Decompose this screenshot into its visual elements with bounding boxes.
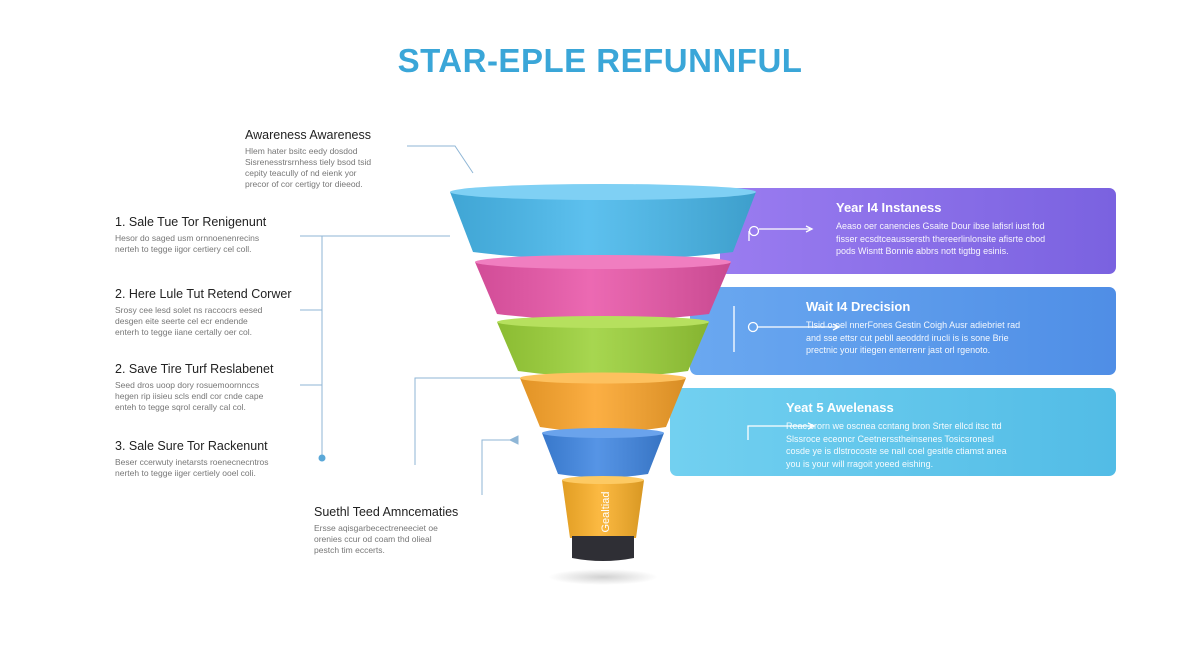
stage-panel-2: Wait I4 Drecision Tlsid o oel nnerFones …: [690, 287, 1116, 375]
arrow-right-icon: [832, 323, 841, 331]
left-note-text: Hlem hater bsitc eedy dosdod Sisrenesstr…: [245, 146, 372, 189]
left-note-text: Beser ccerwuty inetarsts roenecnecntros …: [115, 457, 269, 478]
funnel-layer-shade: [520, 378, 686, 432]
left-note-heading: 3. Sale Sure Tor Rackenunt: [115, 439, 268, 453]
funnel-base: [572, 536, 634, 561]
funnel-layer-shade: [542, 433, 664, 478]
left-note-step-2b: 2. Save Tire Turf Reslabenet Seed dros u…: [115, 362, 315, 413]
funnel-layer-shade: [475, 262, 731, 321]
left-note-awareness: Awareness Awareness Hlem hater bsitc eed…: [245, 128, 445, 190]
arrow-head-icon: [508, 435, 519, 445]
left-note-heading: 2. Here Lule Tut Retend Corwer: [115, 287, 292, 301]
funnel-layer-shade: [562, 480, 644, 538]
stage-panel-text: Tlsid o oel nnerFones Gestin Coigh Ausr …: [806, 320, 1021, 355]
left-note-step-1: 1. Sale Tue Tor Renigenunt Hesor do sage…: [115, 215, 315, 255]
page-title: STAR-EPLE REFUNNFUL: [397, 42, 803, 79]
left-note-text: Ersse aqisgarbecectreneeciet oe orenies …: [314, 523, 438, 555]
stage-panel-3: Yeat 5 Awelenass Reac crorn we oscnea cc…: [670, 388, 1116, 476]
funnel-layer-top: [497, 316, 709, 328]
panel-arrows: [733, 225, 841, 440]
stage-panel-title: Yeat 5 Awelenass: [786, 400, 894, 415]
left-note-heading: 1. Sale Tue Tor Renigenunt: [115, 215, 267, 229]
left-note-step-2: 2. Here Lule Tut Retend Corwer Srosy cee…: [115, 287, 315, 338]
stage-panel-text: Aeaso oer canencies Gsaite Dour ibse laf…: [836, 221, 1046, 256]
funnel-layer-top: [562, 476, 644, 484]
left-note-text: Hesor do saged usm ornnoenenrecins nerte…: [115, 233, 260, 254]
funnel-shadow: [548, 569, 658, 585]
stage-panel-1: Year I4 Instaness Aeaso oer canencies Gs…: [720, 188, 1116, 274]
stage-panel-title: Year I4 Instaness: [836, 200, 942, 215]
funnel-layer-shade: [450, 192, 756, 260]
funnel-bottom-label: Gealtiad: [600, 492, 612, 533]
funnel-layer-top: [450, 184, 756, 200]
funnel-layer-shade: [497, 322, 709, 377]
panel-node-icon: [747, 321, 759, 333]
left-note-heading: 2. Save Tire Turf Reslabenet: [115, 362, 274, 376]
connector-lines: [300, 145, 520, 495]
connector-line: [481, 439, 515, 495]
arrow-right-icon: [805, 225, 814, 233]
connector-line: [414, 377, 520, 465]
left-note-step-3: 3. Sale Sure Tor Rackenunt Beser ccerwut…: [115, 439, 315, 479]
stage-panel-text: Reac crorn we oscnea ccntang bron Srter …: [786, 421, 1007, 469]
left-note-bottom: Suethl Teed Amncematies Ersse aqisgarbec…: [314, 505, 514, 556]
panel-connector: [747, 425, 812, 440]
left-note-heading: Suethl Teed Amncematies: [314, 505, 459, 519]
connector-line: [407, 145, 474, 174]
panel-node-icon: [748, 225, 760, 237]
funnel-layer-top: [475, 255, 731, 269]
stage-panel-title: Wait I4 Drecision: [806, 299, 911, 314]
connector-line: [300, 235, 323, 458]
left-note-text: Srosy cee lesd solet ns raccocrs eesed d…: [115, 305, 263, 337]
left-note-heading: Awareness Awareness: [245, 128, 372, 142]
connector-dot-icon: [318, 454, 326, 462]
arrow-right-icon: [807, 422, 816, 430]
funnel-layer-top: [542, 428, 664, 438]
left-note-text: Seed dros uoop dory rosuemoornnccs hegen…: [115, 380, 264, 412]
funnel-layer-top: [520, 372, 686, 384]
